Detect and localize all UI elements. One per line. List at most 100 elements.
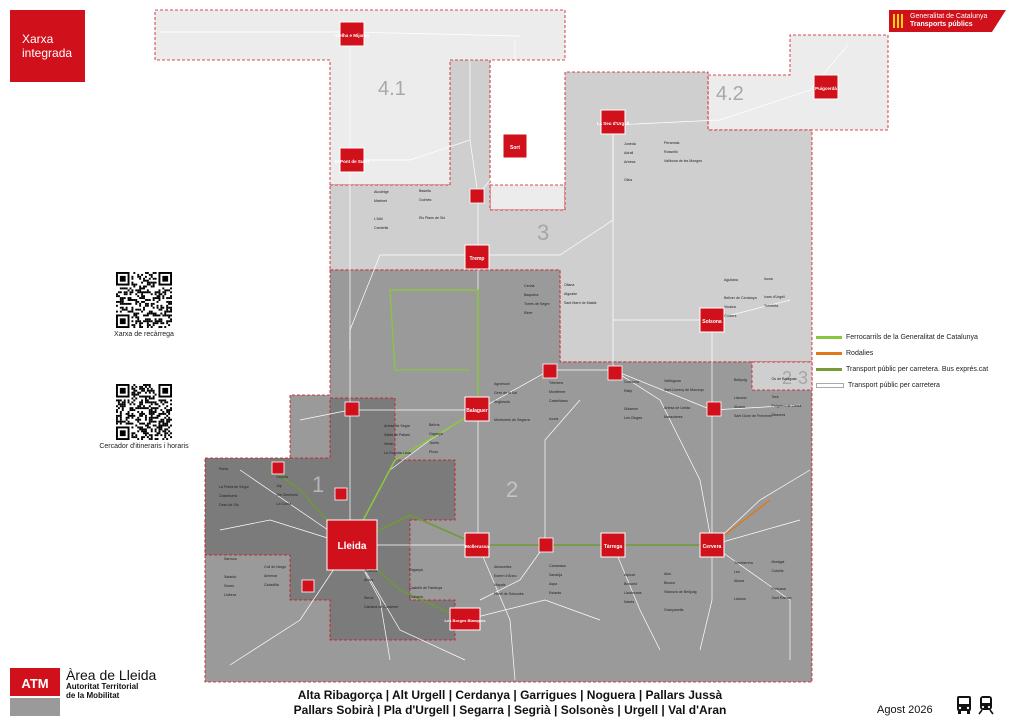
legend-label: Ferrocarrils de la Generalitat de Catalu… bbox=[846, 334, 978, 341]
bus-lines bbox=[160, 31, 849, 681]
legend-item-rodalies: Rodalies bbox=[816, 350, 873, 357]
town-marker bbox=[271, 461, 285, 475]
town-label: Tarrés bbox=[429, 441, 439, 445]
town-label: Ciutadilla bbox=[264, 583, 279, 587]
town-label: Lladurs bbox=[734, 597, 746, 601]
town-label: Torres de Segre bbox=[524, 302, 550, 306]
town-label: Els Plans de Sió bbox=[419, 216, 445, 220]
town-label: Salàs de Pallars bbox=[384, 433, 410, 437]
hub-solsona-box[interactable] bbox=[699, 307, 725, 333]
town-label: Guimerà bbox=[409, 595, 423, 599]
hub-sort-box[interactable] bbox=[502, 133, 528, 159]
comarques-list: Alta Ribagorça | Alt Urgell | Cerdanya |… bbox=[230, 688, 790, 718]
zone-label-2-3: 2-3 bbox=[782, 368, 808, 388]
town-label: Guissona bbox=[624, 380, 639, 384]
hub-label-lleida: Lleida bbox=[338, 541, 367, 552]
town-label: Estaràs bbox=[549, 591, 561, 595]
town-label: Vinaixa bbox=[724, 305, 736, 309]
town-label: Bossòst bbox=[624, 582, 637, 586]
town-label: Artesa de Segre bbox=[384, 424, 410, 428]
town-label: Linyola bbox=[277, 475, 288, 479]
hub-puigcerda-box[interactable] bbox=[813, 74, 839, 100]
hub-tremp-box[interactable] bbox=[464, 244, 490, 270]
town-label: Castellserà bbox=[219, 494, 237, 498]
zone-1-area bbox=[204, 397, 456, 641]
town-label: Cervià bbox=[524, 284, 534, 288]
hub-vielha-box[interactable] bbox=[339, 21, 365, 47]
town-label: Olius bbox=[624, 178, 632, 182]
town-label: Sarroca bbox=[224, 557, 237, 561]
town-label: Les Oluges bbox=[624, 416, 642, 420]
legend-label: Transport públic per carretera bbox=[848, 382, 940, 389]
hub-seu-box[interactable] bbox=[600, 109, 626, 135]
comarques-line-1: Alta Ribagorça | Alt Urgell | Cerdanya |… bbox=[297, 688, 723, 702]
hub-label-solsona: Solsona bbox=[702, 319, 722, 325]
hub-tarrega-box[interactable] bbox=[600, 532, 626, 558]
town-label: Cubells bbox=[772, 569, 784, 573]
town-label: Alcarràs bbox=[364, 569, 377, 573]
gencat-line-2: Transports públics bbox=[910, 21, 973, 28]
badge-line-2: integrada bbox=[22, 46, 73, 60]
atm-mark: ATM bbox=[10, 668, 60, 716]
town-label: Alcanó bbox=[734, 405, 745, 409]
town-label: Castelldans bbox=[549, 399, 568, 403]
express-line-swatch bbox=[816, 368, 842, 371]
town-label: Les bbox=[734, 570, 740, 574]
qr-code-icon[interactable] bbox=[116, 384, 172, 440]
town-label: Os de Balaguer bbox=[772, 377, 798, 381]
town-label: Seròs bbox=[364, 596, 374, 600]
town-label: Ponts bbox=[219, 467, 228, 471]
legend-label: Transport públic per carretera. Bus expr… bbox=[846, 366, 989, 373]
zone-label-1: 1 bbox=[312, 472, 324, 497]
town-label: Pinell de Solsonès bbox=[494, 592, 524, 596]
legend-item-fgc: Ferrocarrils de la Generalitat de Catalu… bbox=[816, 334, 978, 341]
town-label: Organyà bbox=[429, 432, 443, 436]
town-label: Rosselló bbox=[664, 150, 678, 154]
hub-markers bbox=[271, 21, 839, 631]
town-label: Els Omellons bbox=[277, 493, 298, 497]
town-label: Alguaire bbox=[564, 292, 577, 296]
legend-label: Rodalies bbox=[846, 350, 874, 357]
town-label: Golmés bbox=[419, 198, 432, 202]
town-label: Riner bbox=[524, 311, 533, 315]
hub-label-pont-suert: El Pont de Suert bbox=[335, 159, 370, 164]
town-label: Ivars d'Urgell bbox=[764, 295, 785, 299]
town-label: Agramunt bbox=[494, 382, 510, 386]
town-label: La Guàrdia Lada bbox=[384, 451, 411, 455]
town-label: Vallbona de les Monges bbox=[664, 159, 702, 163]
town-label: Anglesola bbox=[494, 400, 510, 404]
town-label: Vilanova de Bellpuig bbox=[664, 590, 697, 594]
hub-borges-box[interactable] bbox=[449, 607, 481, 631]
town-label: Ossó de Sió bbox=[219, 503, 239, 507]
hub-mollerussa-box[interactable] bbox=[464, 532, 490, 558]
town-label: Granyanella bbox=[664, 608, 683, 612]
hub-pont-suert-box[interactable] bbox=[339, 147, 365, 173]
town-label: Adrall bbox=[624, 151, 633, 155]
town-label: Camarasa bbox=[549, 564, 566, 568]
town-label: Montgai bbox=[772, 560, 785, 564]
town-label: Talavera bbox=[772, 413, 786, 417]
town-label: Llardecans bbox=[624, 591, 642, 595]
gencat-line-1: Generalitat de Catalunya bbox=[910, 13, 988, 20]
town-marker bbox=[538, 537, 554, 553]
atm-name: Àrea de Lleida bbox=[66, 667, 157, 683]
hub-label-cervera: Cervera bbox=[703, 544, 722, 550]
town-label: Llobera bbox=[224, 593, 236, 597]
xarxa-integrada-badge: Xarxa integrada bbox=[10, 10, 85, 82]
hub-cervera-box[interactable] bbox=[699, 532, 725, 558]
town-label: Aspa bbox=[549, 582, 557, 586]
qr-code-icon[interactable] bbox=[116, 272, 172, 328]
atm-sub-2: de la Mobilitat bbox=[66, 691, 120, 700]
hub-label-tarrega: Tàrrega bbox=[604, 544, 623, 550]
town-label: Sant Martí de Maldà bbox=[564, 301, 596, 305]
hub-balaguer-box[interactable] bbox=[464, 396, 490, 422]
town-label: Preixana bbox=[772, 587, 786, 591]
town-label: Vallfogona bbox=[664, 379, 681, 383]
hub-label-seu: La Seu d'Urgell bbox=[597, 121, 630, 126]
town-label: Ivorra bbox=[549, 417, 558, 421]
zone-label-3: 3 bbox=[537, 220, 549, 245]
town-marker bbox=[334, 487, 348, 501]
town-label: Térmens bbox=[549, 381, 563, 385]
town-label: Sant Guim de Freixenet bbox=[734, 414, 772, 418]
hub-lleida-box[interactable] bbox=[326, 519, 378, 571]
